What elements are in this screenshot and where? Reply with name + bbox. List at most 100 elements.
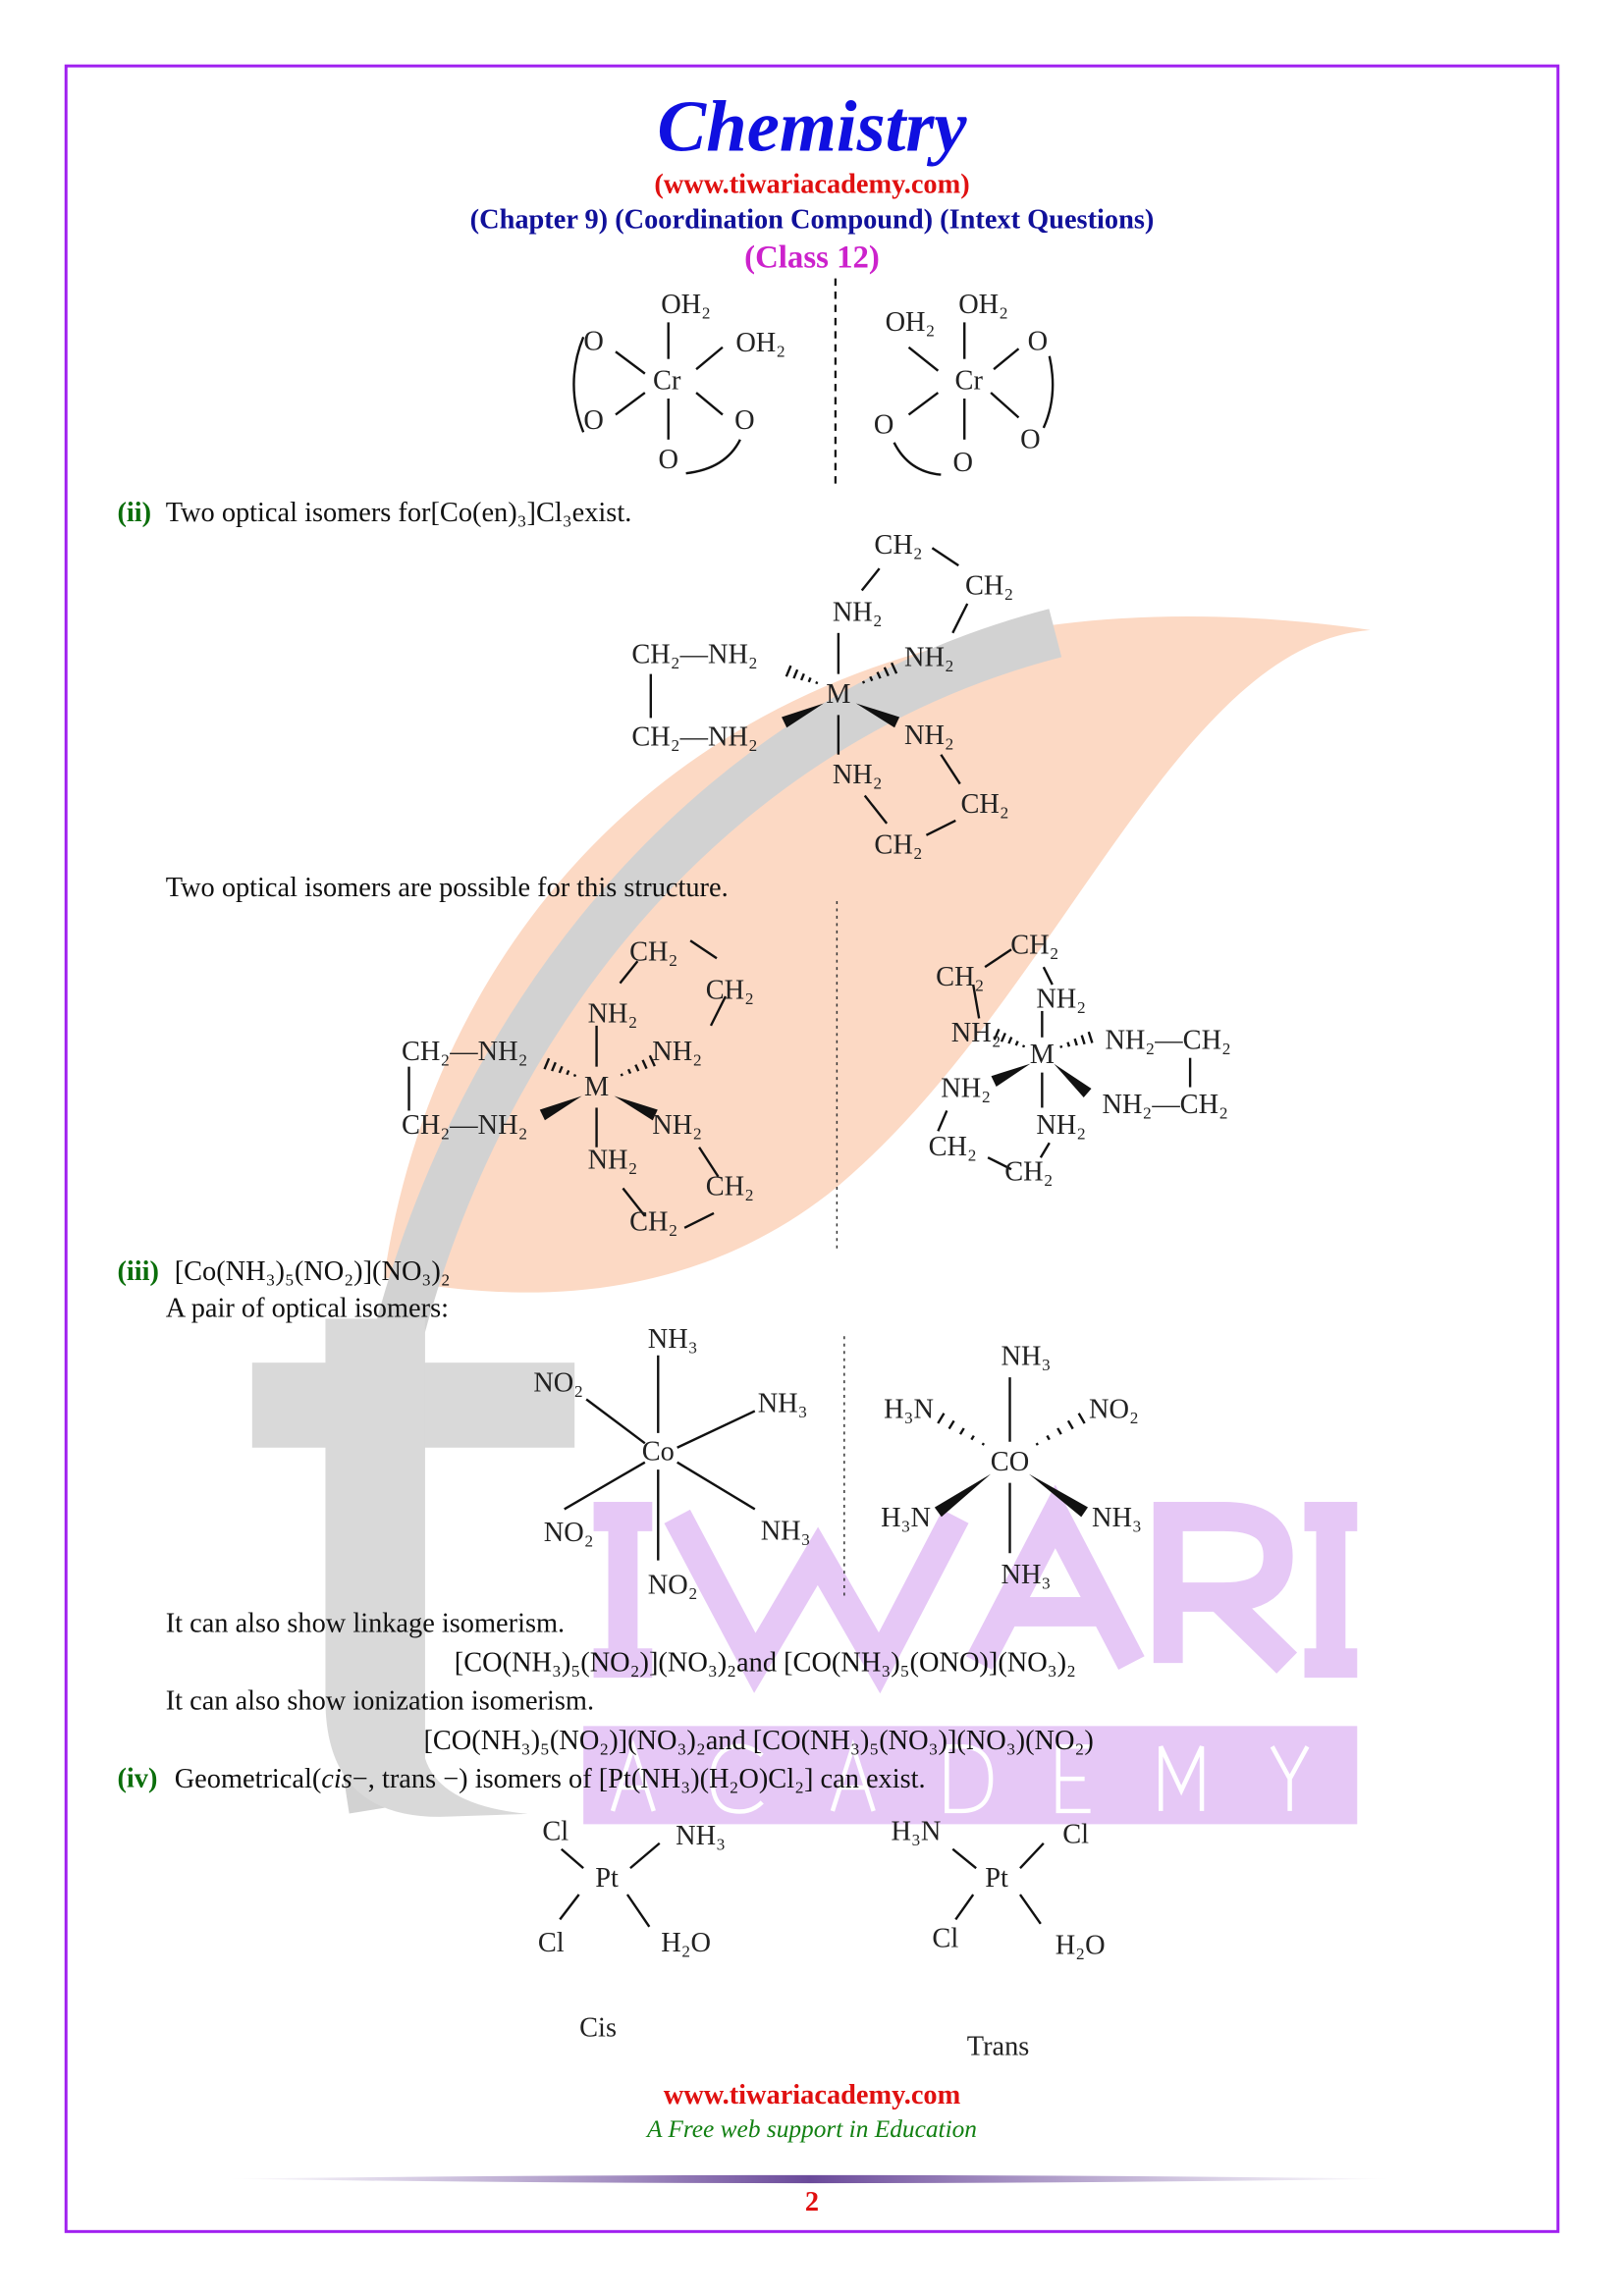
co-left-atom-label: NH₃ [648,1324,698,1355]
co-left-atom-label: NO₂ [533,1368,583,1399]
en-right-atom-label: CH₂ [929,1132,977,1162]
bond-line [931,547,959,567]
bond-line [625,1894,651,1928]
en-left-atom-label: CH₂ [629,937,677,968]
footer-website[interactable]: www.tiwariacademy.com [664,2080,961,2110]
hashed-wedge-bond [993,1028,1001,1041]
pt-trans-atom-label: H₂O [1056,1931,1106,1961]
bond-line [559,1894,580,1921]
en-right-atom-label: CH₂ [1004,1157,1053,1188]
co-left-atom-label: NH₃ [758,1388,808,1418]
bond-line [951,603,969,634]
hashed-wedge-bond [1014,1041,1019,1046]
en-right-atom-label: M [1030,1040,1055,1070]
cr-right-atom-label: Cr [955,366,984,397]
footer-divider [227,2174,1393,2184]
en-main-atom-label: NH₂ [904,643,954,673]
pt-cis-atom-label: NH₃ [676,1821,726,1851]
watermark-logo [251,609,1371,1825]
en-main-atom-label: CH₂ [960,789,1008,820]
pt-trans-atom-label: Pt [985,1863,1008,1894]
bond-line [622,1187,646,1217]
en-left-atom-label: NH₂ [652,1037,702,1067]
bond-line [695,346,724,371]
hashed-wedge-bond [648,1054,656,1067]
bond-line [615,350,646,375]
en-right-atom-label: NH₂ [941,1074,991,1104]
bond-line [951,1847,977,1870]
en-main-atom-label: CH₂—NH₂ [631,640,757,670]
hashed-wedge-bond [1035,1442,1039,1446]
hashed-wedge-bond [566,1069,570,1076]
hashed-wedge-bond [861,680,866,684]
en-main-atom-label: CH₂ [965,571,1013,602]
en-right-atom-label: CH₂ [1010,930,1058,960]
en-main-atom-label: NH₂ [833,597,883,627]
bond-line [937,1109,948,1132]
hashed-wedge-bond [1059,1044,1063,1048]
co-left-atom-label: NH₃ [761,1516,811,1546]
en-main-atom-label: NH₂ [904,721,954,751]
hashed-wedge-bond [981,1442,985,1446]
cr-left-atom-label: O [658,445,677,475]
en-right-atom-label: NH₂ [951,1018,1001,1048]
bonds-layer [407,322,1192,1928]
en-main-atom-label: CH₂ [874,530,922,561]
section-iv-text: Geometrical(cis−, trans −) isomers of [P… [175,1764,926,1794]
co-right-atom-label: H₃N [881,1503,931,1533]
ionization-formula: [CO(NH₃)₅(NO₂)](NO₃)₂and [CO(NH₃)₅(NO₃)]… [423,1726,1093,1756]
pt-trans-atom-label: Cl [1062,1819,1089,1849]
chelate-arc [1042,355,1055,429]
solid-wedge-bond [1028,1473,1089,1518]
hashed-wedge-bond [1080,1035,1086,1045]
en-left-atom-label: NH₂ [652,1110,702,1141]
hashed-wedge-bond [1021,1044,1026,1048]
en-left-atom-label: CH₂ [629,1206,677,1237]
trans-label: Trans [967,2032,1030,2062]
hashed-wedge-bond [558,1065,564,1074]
section-iv-marker: (iv) [117,1764,157,1794]
en-main-atom-label: CH₂ [874,830,922,861]
en-left-atom-label: CH₂—NH₂ [402,1037,528,1067]
bond-line [993,347,1020,371]
cr-right-atom-label: O [1028,326,1048,356]
page-number: 2 [805,2187,819,2217]
bond-line [954,1894,975,1921]
pt-cis-atom-label: Cl [538,1928,565,1958]
co-right-atom-label: NO₂ [1089,1394,1139,1424]
bond-line [619,960,639,985]
bond-line [925,819,956,836]
en-right-atom-label: NH₂—CH₂ [1102,1090,1228,1120]
pt-cis-atom-label: Cl [542,1816,568,1846]
en-right-atom-label: NH₂—CH₂ [1105,1025,1231,1055]
co-right-atom-label: NH₃ [1001,1560,1051,1590]
hashed-wedge-bond [620,1073,623,1077]
hashed-wedge-bond [876,671,882,679]
hashed-wedge-bond [891,662,898,674]
footer-tagline: A Free web support in Education [645,2115,977,2143]
cr-right-atom-label: O [1020,424,1040,454]
cr-right-atom-label: O [953,448,973,478]
bond-line [689,939,718,960]
bond-line [564,1461,646,1511]
ionization-text: It can also show ionization isomerism. [166,1685,594,1716]
hashed-wedge-bond [937,1413,946,1424]
section-iii-marker: (iii) [117,1256,159,1287]
bond-line [987,1156,1012,1171]
section-iv-italic: cis [321,1764,352,1794]
hashed-wedge-bond [792,668,799,679]
cr-left-atom-label: O [734,405,754,436]
hashed-wedge-bond [626,1068,632,1075]
bond-line [907,392,940,416]
solid-wedge-bond [539,1095,582,1121]
bond-line [984,948,1012,969]
hashed-wedge-bond [543,1057,551,1070]
bond-line [615,392,646,416]
en-main-atom-label: NH₂ [833,760,883,790]
section-ii-text: Two optical isomers for[Co(en)₃]Cl₃exist… [166,498,632,528]
chelate-arc [893,442,942,476]
hashed-wedge-bond [958,1427,965,1435]
header-website[interactable]: (www.tiwariacademy.com) [654,170,969,200]
en-left-atom-label: CH₂ [706,1172,754,1202]
hashed-wedge-bond [1073,1038,1078,1046]
